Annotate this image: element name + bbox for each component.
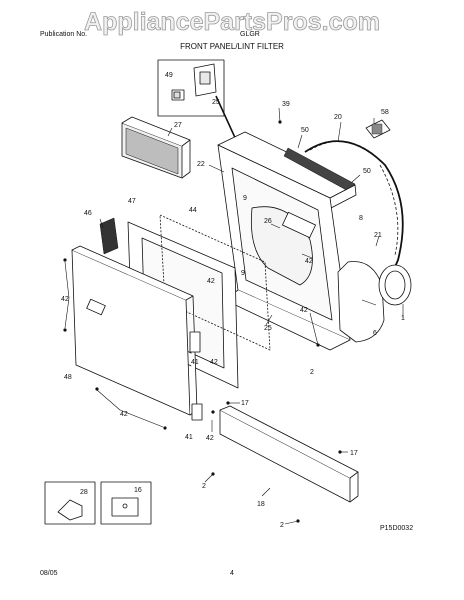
footer-date: 08/05 (40, 570, 58, 577)
callout-17: 17 (350, 450, 358, 457)
callout-48: 48 (64, 374, 72, 381)
callout-41: 41 (185, 434, 193, 441)
callout-58: 58 (381, 109, 389, 116)
callout-41: 41 (191, 359, 199, 366)
callout-8: 8 (359, 215, 363, 222)
callout-17: 17 (241, 400, 249, 407)
watermark: AppliancePartsPros.com (84, 8, 380, 36)
header-right-text: GLGR (240, 31, 260, 38)
callout-42: 42 (210, 359, 218, 366)
toe-kick-panel (219, 405, 359, 503)
callout-9: 9 (243, 195, 247, 202)
callout-2: 2 (310, 369, 314, 376)
diagram-code: P15D0032 (380, 525, 413, 532)
callout-42: 42 (61, 296, 69, 303)
section-title: FRONT PANEL/LINT FILTER (180, 42, 284, 51)
door-latch (189, 331, 203, 421)
callout-26: 26 (264, 218, 272, 225)
callout-42: 42 (300, 307, 308, 314)
callout-1: 1 (401, 315, 405, 322)
header-left-text: Publication No. (40, 31, 87, 38)
callout-labels: 49 25 27 39 58 20 50 22 9 50 8 26 47 44 … (61, 72, 405, 529)
callout-50: 50 (363, 168, 371, 175)
callout-42: 42 (305, 258, 313, 265)
callout-21: 21 (374, 232, 382, 239)
footer-page-number: 4 (230, 570, 234, 577)
leader-lines (64, 107, 404, 525)
callout-42: 42 (120, 411, 128, 418)
small-parts-boxes (44, 481, 152, 525)
callout-42: 42 (206, 435, 214, 442)
door-switch (365, 119, 391, 139)
front-panel-frame (217, 144, 351, 351)
lint-filter (121, 116, 191, 179)
callout-18: 18 (257, 501, 265, 508)
callout-2: 2 (202, 483, 206, 490)
page-header: Publication No. GLGR FRONT PANEL/LINT FI… (40, 31, 284, 51)
callout-44: 44 (189, 207, 197, 214)
callout-20: 20 (334, 114, 342, 121)
callout-27: 27 (174, 122, 182, 129)
callout-9: 9 (241, 270, 245, 277)
callout-50: 50 (301, 127, 309, 134)
callout-42: 42 (207, 278, 215, 285)
callout-39: 39 (282, 101, 290, 108)
callout-16: 16 (134, 487, 142, 494)
door-outer-panel (71, 245, 198, 416)
callout-47: 47 (128, 198, 136, 205)
callout-25: 25 (212, 99, 220, 106)
callout-25: 25 (264, 325, 272, 332)
blower-duct (337, 261, 412, 343)
callout-49: 49 (165, 72, 173, 79)
callout-2: 2 (280, 522, 284, 529)
callout-22: 22 (197, 161, 205, 168)
door-hinge (99, 217, 119, 255)
callout-46: 46 (84, 210, 92, 217)
top-panel (217, 131, 357, 209)
callout-28: 28 (80, 489, 88, 496)
callout-6: 6 (373, 330, 377, 337)
page-footer: 08/05 4 (40, 570, 234, 577)
